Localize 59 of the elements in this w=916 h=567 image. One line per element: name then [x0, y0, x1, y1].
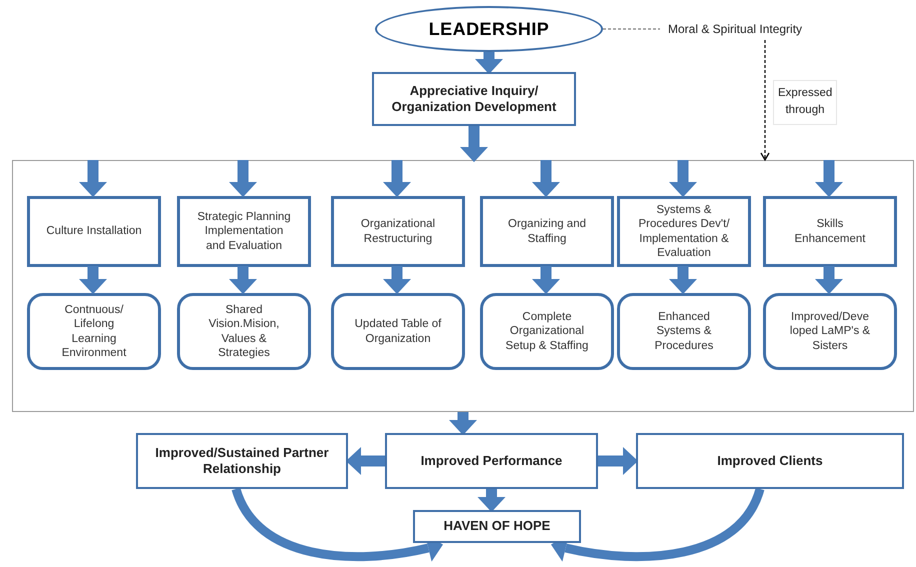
- program-panel: [12, 160, 914, 412]
- node-label: LEADERSHIP: [428, 18, 550, 40]
- arrow: [815, 266, 843, 294]
- node-label: Culture Installation: [46, 224, 142, 239]
- arrow: [232, 487, 444, 562]
- arrow: [449, 412, 477, 436]
- arrow: [532, 160, 560, 198]
- result-box: [331, 293, 465, 370]
- node-label: Enhanced Systems & Procedures: [654, 310, 714, 354]
- arrow: [669, 266, 697, 294]
- node-label: Shared Vision.Mision, Values & Strategies: [208, 302, 280, 360]
- process-box: [763, 196, 897, 267]
- result-box: [480, 293, 614, 370]
- node-label: Systems & Procedures Dev't/ Implementation & Evaluation: [637, 202, 731, 260]
- process-box: [617, 196, 751, 267]
- arrow: [598, 447, 638, 475]
- arrow: [383, 160, 411, 198]
- outcome-box: [413, 510, 581, 543]
- node-label: Strategic Planning Implementation and Evaluation: [196, 210, 292, 254]
- arrow: [550, 487, 764, 562]
- result-box: [27, 293, 161, 370]
- node-label: Improved Performance: [420, 452, 562, 470]
- node-label: HAVEN OF HOPE: [444, 518, 550, 535]
- process-box: [27, 196, 161, 267]
- process-box: [480, 196, 614, 267]
- process-box: [331, 196, 465, 267]
- arrow: [815, 160, 843, 198]
- arrow: [383, 266, 411, 294]
- node-label: Appreciative Inquiry/ Organization Development: [390, 82, 558, 116]
- node-label: Updated Table of Organization: [354, 317, 442, 346]
- arrow: [478, 489, 506, 512]
- result-box: [763, 293, 897, 370]
- arrow: [79, 160, 107, 198]
- node-label: Improved Clients: [717, 452, 823, 470]
- node-label: Skills Enhancement: [794, 217, 866, 246]
- node-label: Improved/Deve loped LaMP's & Sisters: [788, 310, 872, 354]
- outcome-box: [385, 433, 598, 489]
- arrow: [760, 40, 770, 161]
- node-label: Improved/Sustained Partner Relationship: [154, 444, 330, 478]
- node-label: Contnuous/ Lifelong Learning Environment: [60, 302, 128, 360]
- outcome-box: [136, 433, 348, 489]
- arrow: [532, 266, 560, 294]
- arrow: [346, 447, 385, 475]
- node-label: Complete Organizational Setup & Staffing: [504, 310, 590, 354]
- result-box: [617, 293, 751, 370]
- node-label: Organizing and Staffing: [507, 217, 587, 246]
- arrow: [229, 266, 257, 294]
- arrow: [460, 126, 488, 162]
- process-box: [177, 196, 311, 267]
- result-box: [177, 293, 311, 370]
- node-label: Moral & Spiritual Integrity: [668, 21, 802, 38]
- arrow: [79, 266, 107, 294]
- arrow: [475, 52, 503, 74]
- outcome-box: [372, 72, 576, 126]
- edge-label: Expressed through: [773, 80, 837, 124]
- arrow: [669, 160, 697, 198]
- outcome-box: [636, 433, 904, 489]
- arrow: [229, 160, 257, 198]
- node-label: Organizational Restructuring: [360, 217, 436, 246]
